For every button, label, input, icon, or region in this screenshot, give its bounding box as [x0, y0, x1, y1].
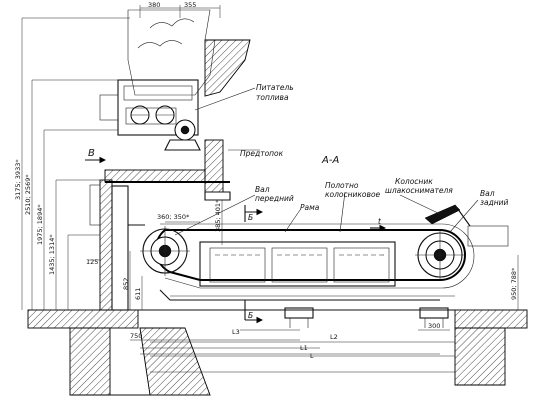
feeder-label-1: Питатель [256, 83, 294, 92]
grate-chain [154, 223, 475, 301]
horizontal-dimensions [130, 5, 519, 355]
dim-h3: 750 [130, 332, 142, 340]
feeder-label-2: топлива [256, 93, 289, 102]
dim-h2: 385; 401* [214, 199, 222, 232]
mark-b-top: Б [248, 213, 253, 222]
scraper-label-2: шлакоснимателя [385, 186, 453, 195]
dim-top-a: 380 [148, 1, 160, 9]
dim-h5: L2 [330, 333, 338, 341]
dim-v2: 2510; 2569* [24, 174, 32, 215]
front-shaft-label-2: передний [255, 194, 294, 203]
dim-v5: 852 [122, 278, 130, 290]
grate-belt-label-1: Полотно [325, 181, 359, 190]
dim-h1: 360; 350* [157, 213, 190, 221]
dim-v3: 1975; 1894* [36, 204, 44, 245]
front-shaft-label-1: Вал [255, 185, 270, 194]
furnace-wall [89, 139, 231, 311]
front-shaft [140, 226, 190, 276]
frame-label: Рама [300, 203, 320, 212]
dim-v4: 1435; 1314* [48, 234, 56, 275]
dim-h4: L3 [232, 328, 240, 336]
dim-v6: 611 [134, 288, 142, 300]
section-marks [85, 156, 387, 324]
prefurnace-label: Предтопок [240, 149, 284, 158]
dim-h7: L [310, 352, 314, 360]
mark-b-bottom: Б [248, 311, 253, 320]
dim-v1: 3175; 3933* [14, 159, 22, 200]
dim-top-b: 355 [184, 1, 196, 9]
vertical-dimensions [21, 17, 143, 310]
scraper-label-1: Колосник [395, 177, 433, 186]
dim-h8: 300 [428, 322, 440, 330]
frame [199, 241, 396, 287]
leader-lines [174, 87, 479, 236]
dim-h6: L1 [300, 344, 308, 352]
rear-shaft [415, 230, 465, 280]
foundation [27, 309, 528, 396]
slag-scraper [424, 204, 509, 247]
fuel-feeder [99, 9, 251, 151]
grate-belt-label-2: колосниковое [325, 190, 381, 199]
rear-shaft-label-2: задний [480, 198, 509, 207]
dim-v7: 125 [86, 258, 98, 266]
section-label: А-А [321, 155, 339, 166]
rear-shaft-label-1: Вал [480, 189, 495, 198]
mark-v: В [88, 148, 95, 159]
mark-t: t [378, 217, 382, 226]
supports [284, 307, 449, 328]
dim-r1: 950; 788* [510, 267, 518, 300]
